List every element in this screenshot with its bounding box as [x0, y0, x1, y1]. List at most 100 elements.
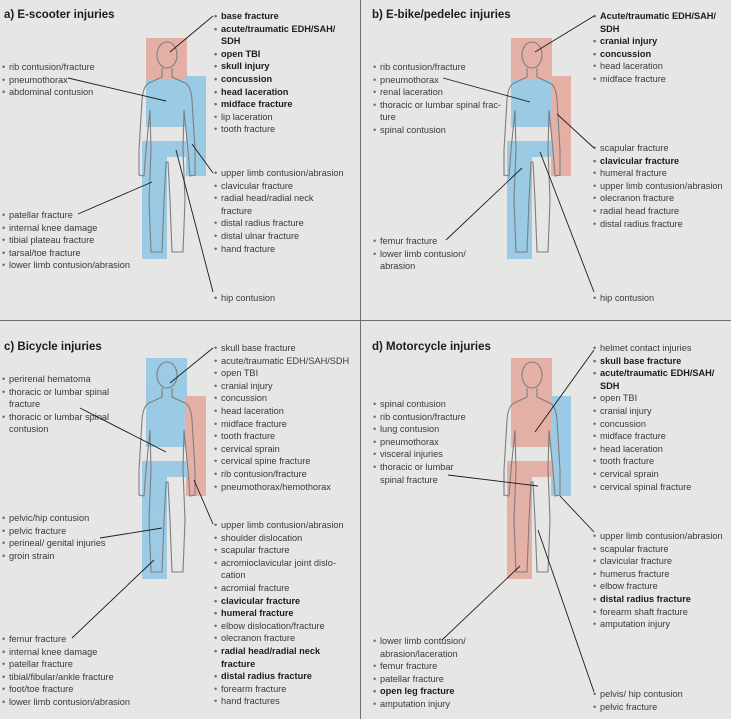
colored-regions	[507, 38, 571, 259]
injury-item: distal radius fracture	[214, 217, 344, 230]
injury-item: clavicular fracture	[593, 155, 723, 168]
injury-item: internal knee damage	[2, 646, 130, 659]
head-outline	[156, 361, 178, 389]
injury-item: spinal fracture	[380, 474, 438, 485]
injury-item: hand fracture	[214, 243, 344, 256]
injury-item: lung contusion	[373, 423, 466, 436]
injury-item: visceral injuries	[373, 448, 466, 461]
leader-line	[534, 15, 595, 53]
injury-item: head laceration	[593, 443, 714, 456]
injury-item: tooth fracture	[593, 455, 714, 468]
injury-item: thoracic or lumbar	[373, 461, 466, 474]
injury-item: elbow dislocation/fracture	[214, 620, 344, 633]
injury-item: clavicular fracture	[214, 595, 344, 608]
injury-item: tibial plateau fracture	[2, 234, 130, 247]
injury-item: open TBI	[214, 367, 349, 380]
injury-item: midface fracture	[214, 418, 349, 431]
injury-item: fracture	[221, 658, 256, 669]
injury-item: distal radius fracture	[593, 218, 723, 231]
injury-item: acute/traumatic EDH/SAH/	[593, 367, 714, 380]
injury-item: internal knee damage	[2, 222, 130, 235]
injury-item: clavicular fracture	[214, 180, 344, 193]
injury-item: rib contusion/fracture	[2, 61, 95, 74]
injury-item: tooth fracture	[214, 430, 349, 443]
injury-item: acute/traumatic EDH/SAH/	[214, 23, 335, 36]
injury-item: hand fractures	[214, 695, 344, 708]
injury-item: patellar fracture	[2, 658, 130, 671]
injury-list-right-mid: upper limb contusion/abrasionshoulder di…	[214, 519, 344, 708]
injury-item: spinal contusion	[373, 124, 501, 137]
panel-bicycle: c) Bicycle injuries perirenal hematomath…	[0, 0, 360, 719]
injury-item: perirenal hematoma	[2, 373, 109, 386]
leader-line	[77, 181, 153, 215]
leader-line	[99, 527, 163, 539]
body-figure	[138, 38, 206, 259]
leader-line	[175, 149, 214, 293]
leader-lines	[442, 15, 595, 293]
injury-list-left-bottom: patellar fractureinternal knee damagetib…	[2, 209, 130, 272]
torso-region	[146, 400, 186, 447]
injury-list-right-mid: upper limb contusion/abrasionclavicular …	[214, 167, 344, 255]
injury-item: acromioclavicular joint dislo-	[214, 557, 344, 570]
injury-item: cranial injury	[214, 380, 349, 393]
injury-item: concussion	[593, 48, 716, 61]
torso-region	[511, 80, 551, 127]
injury-item: patellar fracture	[2, 209, 130, 222]
leader-line	[71, 559, 155, 639]
leader-line	[191, 143, 214, 174]
injury-item: humeral fracture	[214, 607, 344, 620]
injury-item: lower limb contusion/abrasion	[2, 696, 130, 709]
head-region	[146, 358, 187, 400]
pelvis-region	[507, 141, 553, 157]
injury-item: fracture	[9, 399, 41, 410]
head-region	[146, 38, 187, 80]
injury-item: base fracture	[214, 10, 335, 23]
leader-line	[442, 77, 531, 103]
head-region	[511, 38, 552, 80]
leader-lines	[67, 15, 214, 293]
injury-list-left-bottom: femur fractureinternal knee damagepatell…	[2, 633, 130, 709]
horizontal-divider	[0, 320, 731, 321]
body-outline	[138, 41, 196, 253]
injury-item: humeral fracture	[593, 167, 723, 180]
leader-line	[67, 77, 167, 102]
injury-list-right-top: skull base fractureacute/traumatic EDH/S…	[214, 342, 349, 493]
injury-item: elbow fracture	[593, 580, 723, 593]
injury-item: cervical sprain	[214, 443, 349, 456]
injury-item: radial head fracture	[593, 205, 723, 218]
injury-item: upper limb contusion/abrasion	[593, 180, 723, 193]
body-outline	[503, 361, 561, 573]
injury-item: olecranon fracture	[593, 192, 723, 205]
injury-item: pelvic fracture	[593, 701, 683, 714]
arm-region	[551, 76, 571, 176]
injury-list-right-bottom: hip contusion	[214, 292, 275, 305]
injury-item: hip contusion	[214, 292, 275, 305]
injury-item: spinal contusion	[373, 398, 466, 411]
injury-item: cranial injury	[593, 35, 716, 48]
injury-item: scapular fracture	[593, 142, 723, 155]
head-region	[511, 358, 552, 400]
injury-item: fracture	[221, 205, 253, 216]
head-outline	[521, 361, 543, 389]
injury-item: radial head/radial neck	[214, 645, 344, 658]
injury-item: concussion	[214, 73, 335, 86]
vertical-divider	[360, 0, 361, 719]
injury-item: clavicular fracture	[593, 555, 723, 568]
leader-line	[445, 167, 523, 241]
injury-item: skull base fracture	[593, 355, 714, 368]
injury-item: pneumothorax	[373, 74, 501, 87]
arm-region	[186, 396, 206, 496]
injury-list-right-mid: scapular fractureclavicular fracturehume…	[593, 142, 723, 230]
injury-item: amputation injury	[593, 618, 723, 631]
torso-region	[511, 400, 551, 447]
leader-line	[441, 565, 521, 641]
injury-item: midface fracture	[593, 73, 716, 86]
injury-item: SDH	[600, 23, 620, 34]
injury-list-left-bottom: femur fracturelower limb contusion/abras…	[373, 235, 466, 273]
injury-item: head laceration	[593, 60, 716, 73]
pelvis-region	[507, 461, 553, 477]
injury-item: distal radius fracture	[593, 593, 723, 606]
injury-item: concussion	[214, 392, 349, 405]
